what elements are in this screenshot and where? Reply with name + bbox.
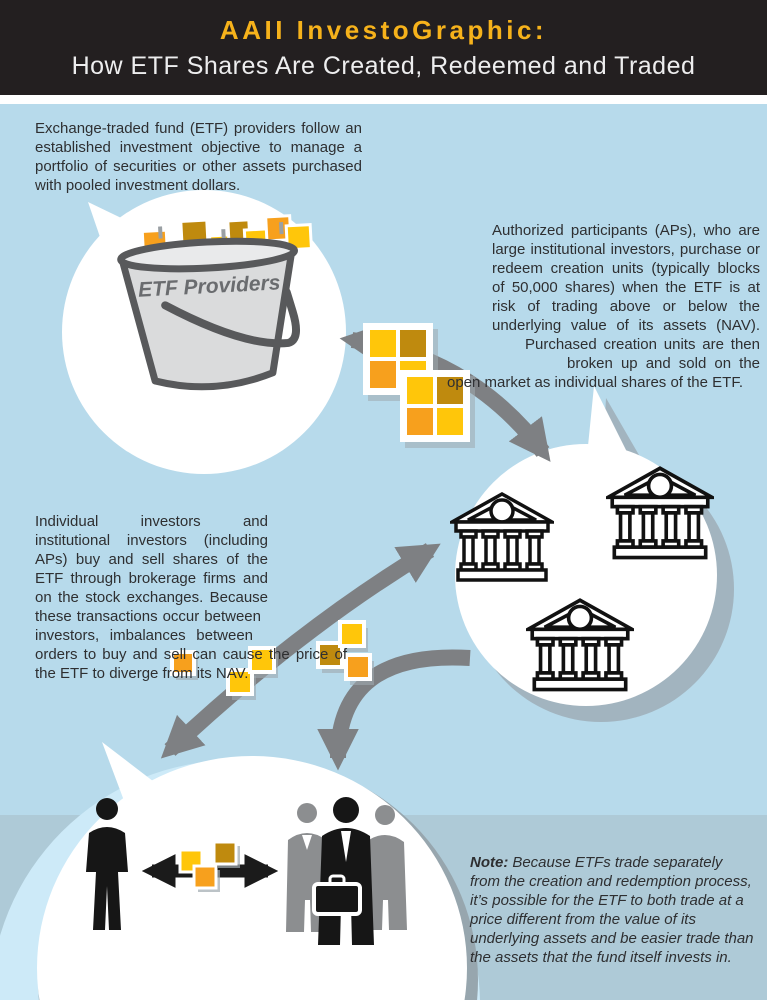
- paragraph-individual-investors: Individual investors and institutional i…: [35, 512, 347, 683]
- page-title: AAII InvestoGraphic:: [219, 14, 548, 45]
- text-wrap-spacer: [268, 588, 347, 607]
- individual-shares-left: [170, 646, 278, 700]
- institutional-investors-group-icon: [286, 797, 407, 945]
- text-wrap-spacer: [447, 335, 525, 354]
- individual-investor-icon: [86, 798, 128, 930]
- paragraph-authorized-participants: Authorized participants (APs), who are l…: [447, 221, 760, 392]
- individual-shares-right: [316, 620, 374, 685]
- creation-unit-cards: [363, 323, 475, 448]
- flow-arrow-investors-exchanges: [160, 543, 441, 759]
- text-wrap-spacer: [447, 354, 567, 373]
- note-text: Because ETFs trade separately from the c…: [470, 854, 754, 966]
- note-label: Note:: [470, 854, 509, 871]
- paragraph-etf-providers: Exchange-traded fund (ETF) providers fol…: [35, 119, 362, 195]
- text-wrap-spacer: [261, 607, 347, 626]
- etf-providers-bucket-icon: ETF Providers: [117, 214, 313, 391]
- header: AAII InvestoGraphic: How ETF Shares Are …: [0, 0, 767, 95]
- text-wrap-spacer: [447, 316, 492, 335]
- trade-arrow: [141, 840, 279, 892]
- creation-unit-card: [400, 370, 475, 448]
- paragraph-etf-providers-text: Exchange-traded fund (ETF) providers fol…: [35, 120, 362, 194]
- note-block: Note:Because ETFs trade separately from …: [470, 853, 755, 967]
- text-wrap-spacer: [253, 626, 347, 645]
- page-subtitle: How ETF Shares Are Created, Redeemed and…: [71, 51, 696, 80]
